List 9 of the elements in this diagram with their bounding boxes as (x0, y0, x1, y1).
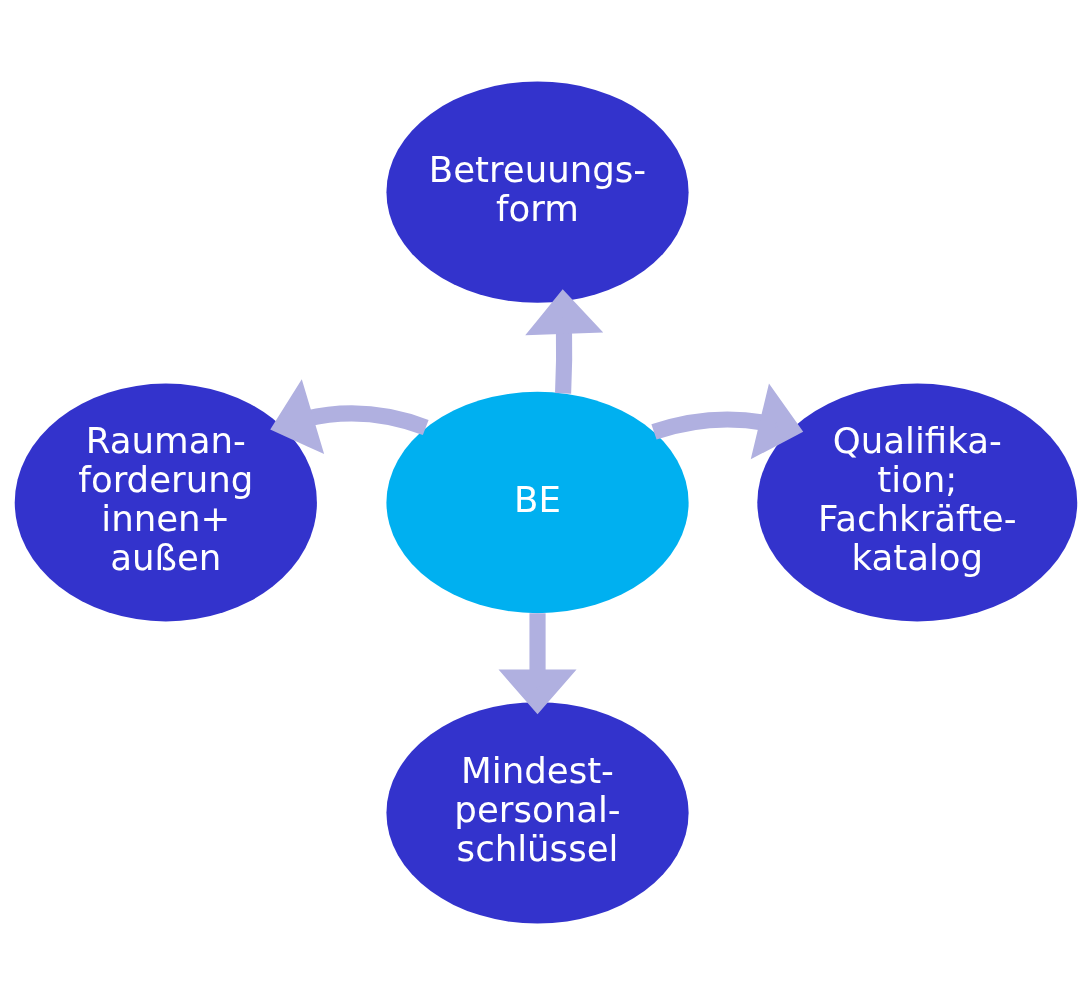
arrow (525, 289, 604, 394)
node-ellipse: Rauman- forderung innen+ außen (14, 383, 317, 622)
node-ellipse: BE (386, 391, 689, 614)
arrow (498, 613, 577, 715)
node-ellipse: Betreuungs- form (386, 81, 689, 303)
node-ellipse: Mindest- personal- schlüssel (386, 702, 689, 924)
arrow (651, 383, 804, 460)
node-ellipse: Qualifika- tion; Fachkräfte- katalog (757, 383, 1078, 622)
arrow (270, 379, 429, 455)
